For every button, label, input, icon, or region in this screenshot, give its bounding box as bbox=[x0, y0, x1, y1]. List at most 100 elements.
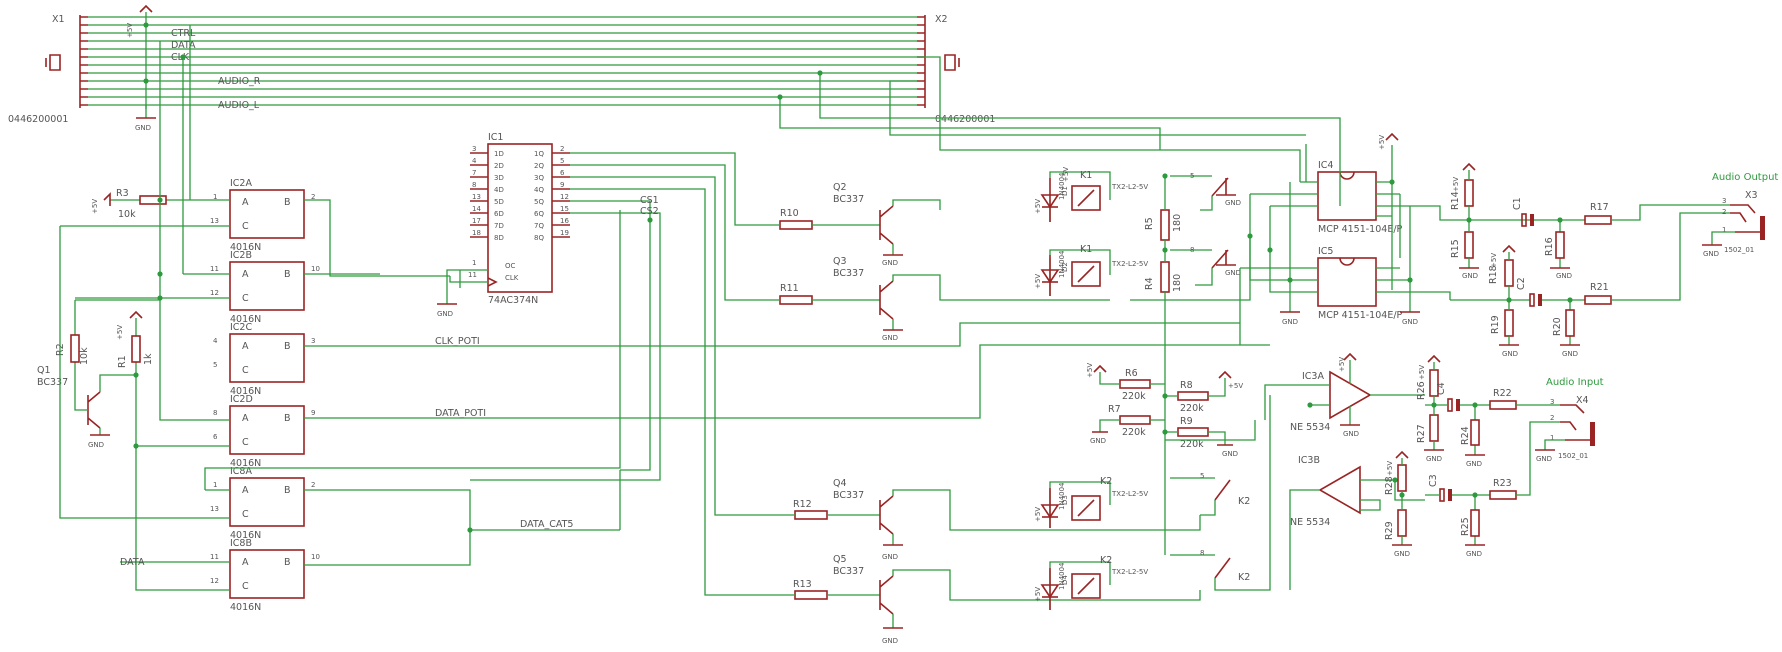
k1-name-bottom: K1 bbox=[1080, 244, 1092, 255]
ic4-part: MCP 4151-104E/P bbox=[1318, 224, 1403, 235]
r8-name: R8 bbox=[1180, 380, 1193, 391]
q5-name: Q5 bbox=[833, 554, 847, 565]
ic1-output-pin-number: 15 bbox=[560, 205, 569, 213]
c2-name: C2 bbox=[1516, 277, 1527, 290]
x1-gnd-label: GND bbox=[135, 124, 151, 132]
r4-r5: R5 180 R4 180 bbox=[1144, 173, 1183, 555]
ic8a-part: 4016N bbox=[230, 530, 261, 541]
r20-name: R20 bbox=[1552, 317, 1563, 336]
d4-part: 1N4004 bbox=[1058, 562, 1066, 590]
ic2c-pin5: 5 bbox=[213, 361, 217, 369]
pot-ic4: IC4 MCP 4151-104E/P +5V bbox=[1300, 132, 1430, 235]
d3-vcc: +5V bbox=[1034, 507, 1042, 522]
ic1-input-label: 5D bbox=[494, 198, 504, 206]
r15-gnd: GND bbox=[1462, 272, 1478, 280]
ic8a-pin2: 2 bbox=[311, 481, 315, 489]
ic2b-pin10: 10 bbox=[311, 265, 320, 273]
ic4-vcc: +5V bbox=[1378, 135, 1386, 150]
relay-k2-bottom: +5V D4 1N4004 K2 TX2-L2-5V bbox=[1034, 555, 1148, 610]
k1-vcc-top: +5V bbox=[1062, 167, 1070, 182]
d4-name: D4 bbox=[1061, 575, 1069, 585]
relay-k1-bottom: +5V D2 1N4004 K1 TX2-L2-5V bbox=[1034, 244, 1148, 296]
latch-ic1: IC1 74AC374N OC CLK 1 11 GND 1D32D43D74D… bbox=[437, 132, 570, 318]
net-data-poti: DATA_POTI bbox=[435, 408, 486, 419]
ic2c-pin4: 4 bbox=[213, 337, 218, 345]
q4-transistor: GND R12 Q4 BC337 bbox=[756, 478, 1110, 561]
connector-x1: X1 0446200001 bbox=[8, 14, 88, 125]
gate-ic8b: A B C IC8B 4016N 11 10 12 bbox=[210, 538, 320, 613]
r5-value: 180 bbox=[1172, 214, 1183, 232]
ic1-output-label: 8Q bbox=[534, 234, 544, 242]
ic3a-vcc: +5V bbox=[1338, 357, 1346, 372]
r10-name: R10 bbox=[780, 208, 799, 219]
gate-wiring: DATA CLK_POTI DATA_POTI DATA_CAT5 bbox=[59, 25, 1270, 591]
r6-value: 220k bbox=[1122, 391, 1146, 402]
q1-name: Q1 bbox=[37, 365, 51, 376]
r6-vcc: +5V bbox=[1086, 363, 1094, 378]
ic1-input-label: 1D bbox=[494, 150, 504, 158]
q4-name: Q4 bbox=[833, 478, 847, 489]
r11-name: R11 bbox=[780, 283, 799, 294]
ic1-input-pin-number: 8 bbox=[472, 181, 476, 189]
d2-vcc: +5V bbox=[1034, 274, 1042, 289]
d1-part: 1N4004 bbox=[1058, 172, 1066, 200]
k1-part-top: TX2-L2-5V bbox=[1111, 183, 1148, 191]
ic2a-pin1: 1 bbox=[213, 193, 217, 201]
ic1-input-pin-number: 7 bbox=[472, 169, 476, 177]
ic1-output-label: 5Q bbox=[534, 198, 544, 206]
r16-gnd: GND bbox=[1556, 272, 1572, 280]
ic1-input-pin-number: 18 bbox=[472, 229, 481, 237]
r27-gnd: GND bbox=[1426, 455, 1442, 463]
r5-name: R5 bbox=[1144, 217, 1155, 230]
gate-ic2c: A B C IC2C 4016N 4 3 5 bbox=[213, 322, 315, 397]
ic2c-pin-a: A bbox=[242, 341, 249, 352]
ic8b-pin12: 12 bbox=[210, 577, 219, 585]
x1-label: X1 bbox=[52, 14, 65, 25]
ic2b-name: IC2B bbox=[230, 250, 252, 261]
r3-resistor: R3 10k +5V bbox=[91, 188, 190, 220]
ic4-name: IC4 bbox=[1318, 160, 1333, 171]
ic1-input-pin-number: 17 bbox=[472, 217, 481, 225]
ic8a-pin-a: A bbox=[242, 485, 249, 496]
ic8b-pin11: 11 bbox=[210, 553, 219, 561]
pot-wiring bbox=[889, 56, 1451, 345]
ic5-part: MCP 4151-104E/P bbox=[1318, 310, 1403, 321]
x1-part: 0446200001 bbox=[8, 114, 68, 125]
net-audio-r: AUDIO_R bbox=[218, 76, 261, 87]
ic3a-gnd: GND bbox=[1343, 430, 1359, 438]
k2-pin8: 8 bbox=[1200, 549, 1204, 557]
ic5-gnd-right: GND bbox=[1402, 318, 1418, 326]
q5-transistor: GND R13 Q5 BC337 bbox=[756, 554, 1110, 645]
ic1-input-pin-number: 3 bbox=[472, 145, 476, 153]
ic1-output-label: 4Q bbox=[534, 186, 544, 194]
r22-name: R22 bbox=[1493, 388, 1512, 399]
c3-name: C3 bbox=[1428, 474, 1439, 487]
ic2d-pin6: 6 bbox=[213, 433, 218, 441]
net-data: DATA bbox=[171, 40, 196, 51]
r28-name: R28 bbox=[1384, 476, 1395, 495]
ic1-outputs: CS1 CS2 bbox=[470, 152, 756, 596]
r20-gnd: GND bbox=[1562, 350, 1578, 358]
gate-ic8a: A B C IC8A 4016N 1 2 13 bbox=[210, 466, 315, 541]
ic3a-name: IC3A bbox=[1302, 371, 1324, 382]
x3-gnd: GND bbox=[1703, 250, 1719, 258]
r9-value: 220k bbox=[1180, 439, 1204, 450]
k1-pin5: 5 bbox=[1190, 172, 1194, 180]
x1-power: +5V GND bbox=[126, 4, 156, 132]
r8-value: 220k bbox=[1180, 403, 1204, 414]
r3-name: R3 bbox=[116, 188, 129, 199]
d1-name: D1 bbox=[1061, 186, 1069, 196]
ic1-input-pin-number: 13 bbox=[472, 193, 481, 201]
ic1-output-pin-number: 12 bbox=[560, 193, 569, 201]
x4-gnd: GND bbox=[1536, 455, 1552, 463]
ic5-gnd-label: GND bbox=[1282, 318, 1298, 326]
ic2d-pin8: 8 bbox=[213, 409, 217, 417]
r3-vcc: +5V bbox=[91, 199, 99, 214]
r12-name: R12 bbox=[793, 499, 812, 510]
ic1-input-label: 7D bbox=[494, 222, 504, 230]
q4-gnd: GND bbox=[882, 553, 898, 561]
k2-part-bottom: TX2-L2-5V bbox=[1111, 568, 1148, 576]
k1-gnd1: GND bbox=[1225, 199, 1241, 207]
ic2b-pin-a: A bbox=[242, 269, 249, 280]
ic1-input-label: 3D bbox=[494, 174, 504, 182]
